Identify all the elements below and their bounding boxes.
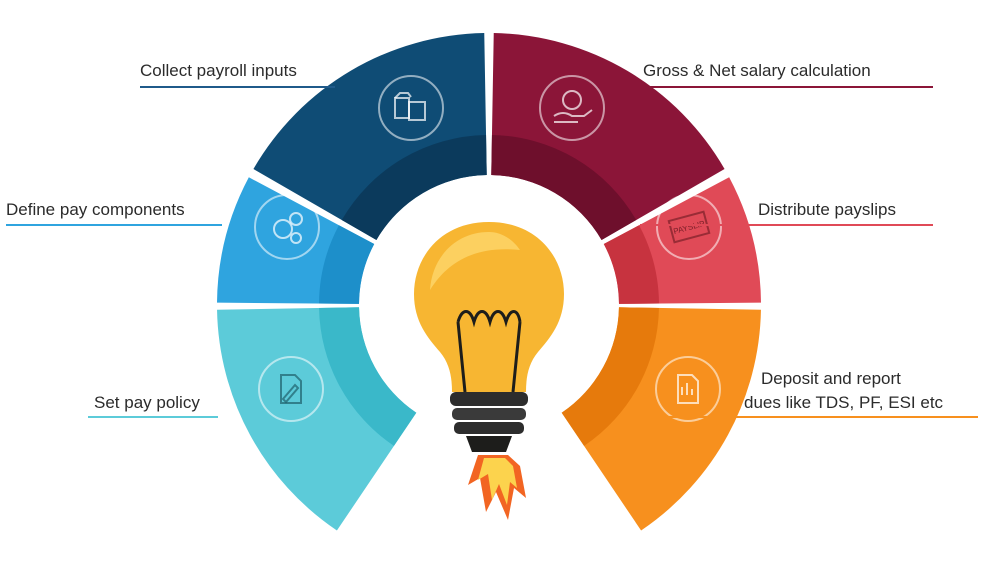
bulb-tip — [466, 436, 512, 452]
segment-inner-distribute — [603, 225, 659, 304]
underline-define — [6, 224, 222, 226]
payslip-icon — [656, 194, 722, 260]
label-policy: Set pay policy — [94, 393, 200, 412]
label-gross: Gross & Net salary calculation — [643, 61, 871, 80]
segment-inner-policy — [319, 307, 417, 446]
money-hand-icon — [539, 75, 605, 141]
report-icon — [655, 356, 721, 422]
segment-inner-define — [319, 225, 375, 304]
underline-distribute — [640, 224, 933, 226]
payslip-icon-glyph — [667, 210, 711, 244]
bulb-highlight — [430, 232, 520, 290]
underline-deposit — [640, 416, 978, 418]
bulb-base-1 — [450, 392, 528, 406]
filament — [456, 310, 522, 393]
label-define: Define pay components — [6, 200, 185, 219]
underline-gross — [598, 86, 933, 88]
flame-inner — [478, 458, 517, 505]
label-deposit-line1: Deposit and report — [761, 369, 901, 388]
underline-collect — [140, 86, 335, 88]
report-icon-glyph — [677, 374, 699, 404]
underline-policy — [88, 416, 218, 418]
folders-icon-glyph — [394, 92, 426, 121]
segment-inner-deposit — [561, 307, 659, 446]
label-collect: Collect payroll inputs — [140, 61, 297, 80]
segment-inner-gross — [491, 135, 637, 240]
gears-icon — [254, 194, 320, 260]
document-pen-icon-glyph — [280, 374, 302, 404]
lightbulb-rocket-icon — [414, 222, 564, 520]
money-hand-icon-glyph — [553, 90, 593, 123]
bulb-base-3 — [454, 422, 524, 434]
segment-inner-collect — [341, 135, 487, 240]
bulb-base-2 — [452, 408, 526, 420]
label-distribute: Distribute payslips — [758, 200, 896, 219]
document-pen-icon — [258, 356, 324, 422]
gears-icon-glyph — [273, 212, 303, 244]
label-deposit-line2: dues like TDS, PF, ESI etc — [744, 393, 944, 412]
folders-icon — [378, 75, 444, 141]
